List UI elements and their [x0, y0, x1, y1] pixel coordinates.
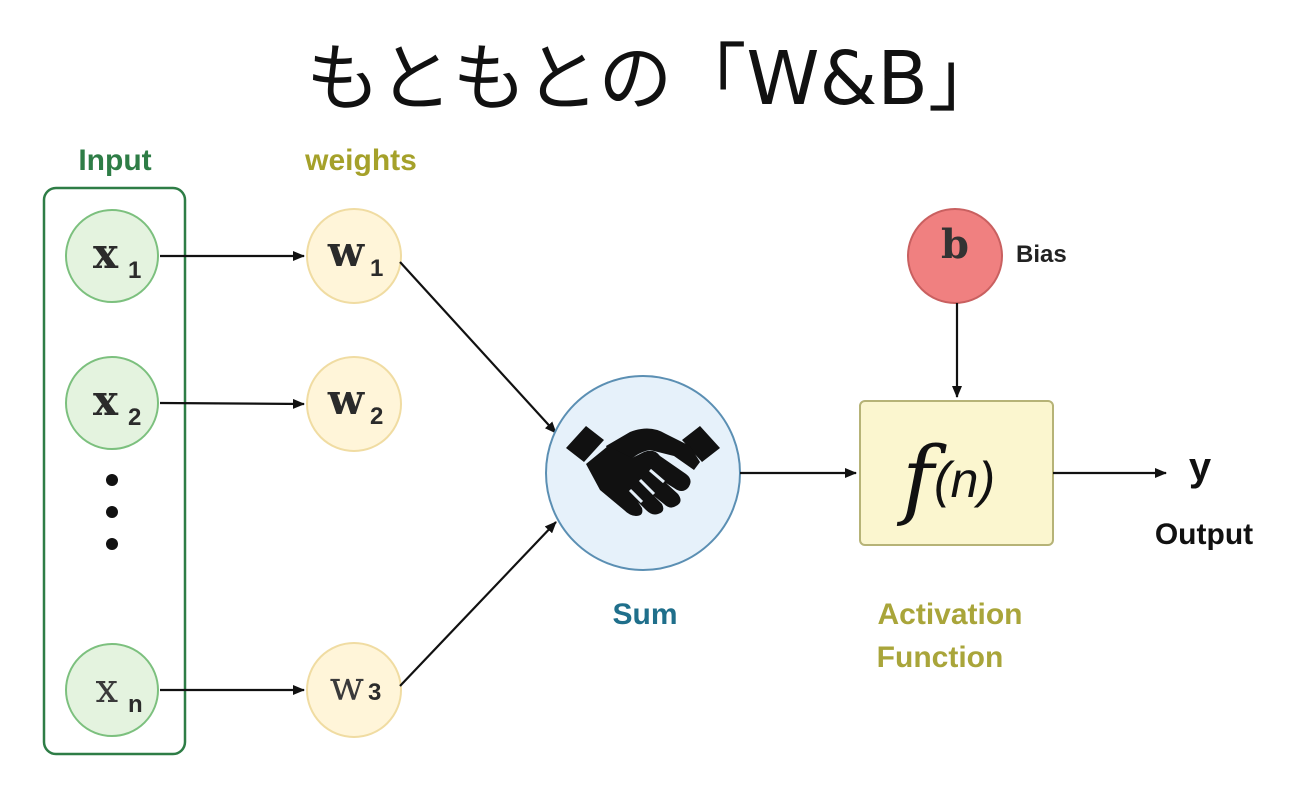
weight-node-1-subscript: 1 — [370, 255, 383, 282]
input-node-2-symbol: x — [93, 376, 119, 425]
weights-group-label: weights — [304, 144, 417, 177]
bias-symbol: b — [941, 221, 969, 268]
weight-node-3-symbol: w — [330, 664, 364, 710]
bias-node: b — [907, 208, 1003, 304]
weight-node-2-symbol: w — [327, 375, 365, 424]
input-group-label: Input — [78, 144, 151, 177]
input-node-2-subscript: 2 — [128, 404, 141, 431]
output-label: Output — [1155, 518, 1253, 551]
weight-node-3-subscript: 3 — [368, 679, 381, 706]
handshake-icon — [566, 426, 720, 516]
input-node-1-subscript: 1 — [128, 257, 141, 284]
input-node-2: x 2 — [65, 356, 159, 450]
weight-node-1-symbol: w — [327, 227, 365, 276]
ellipsis-dots — [106, 474, 118, 550]
sum-label: Sum — [612, 598, 677, 631]
weight-node-3: w 3 — [306, 642, 402, 738]
arrow-w3-sum — [399, 521, 557, 687]
activation-function-argument: (n) — [934, 452, 995, 508]
input-node-1: x 1 — [65, 209, 159, 303]
input-node-n-symbol: x — [95, 666, 118, 712]
activation-box: f (n) — [859, 400, 1054, 546]
input-group-box — [42, 186, 187, 756]
activation-label-line1: Activation — [877, 598, 1022, 631]
arrow-w1-sum — [399, 261, 557, 434]
bias-label: Bias — [1016, 241, 1067, 268]
input-node-n-subscript: n — [128, 691, 143, 718]
input-node-n: x n — [65, 643, 159, 737]
weight-node-2: w 2 — [306, 356, 402, 452]
sum-node — [545, 375, 741, 571]
page-title: もともとの「W&B」 — [306, 36, 1002, 122]
weight-node-2-subscript: 2 — [370, 403, 383, 430]
weight-node-1: w 1 — [306, 208, 402, 304]
output-symbol: y — [1189, 445, 1212, 489]
activation-label-line2: Function — [877, 641, 1004, 674]
input-node-1-symbol: x — [93, 229, 119, 278]
arrow-x2-w2 — [159, 398, 305, 409]
